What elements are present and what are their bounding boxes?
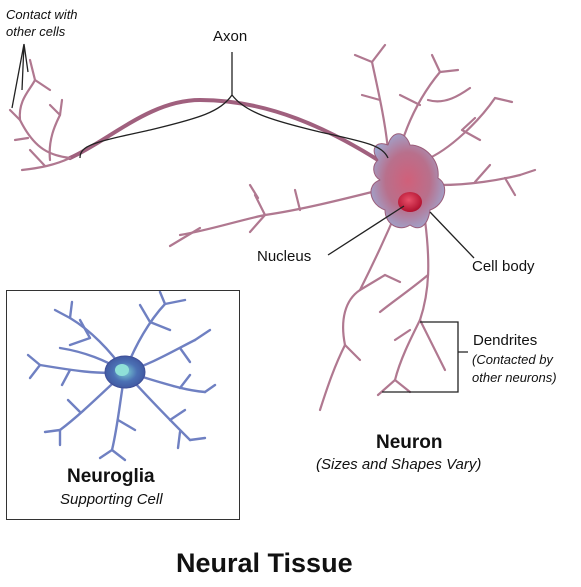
cell-body-label: Cell body: [472, 258, 535, 275]
neuroglia-title: Neuroglia: [67, 466, 155, 487]
nucleus: [398, 192, 422, 212]
axon-brace: [79, 52, 389, 159]
dendrites-label: Dendrites: [473, 332, 538, 349]
contact-leader: [11, 43, 29, 109]
cell-body: [370, 133, 446, 229]
dendrites-bracket: [382, 321, 468, 393]
nucleus-leader: [327, 205, 405, 256]
dendrites: [168, 43, 537, 412]
contacted-label-line1: (Contacted by: [472, 352, 553, 367]
page-title: Neural Tissue: [176, 548, 353, 578]
leader-lines: [11, 43, 475, 393]
neuroglia: [26, 290, 217, 462]
neuroglia-subtitle: Supporting Cell: [60, 491, 163, 508]
neuron: [8, 43, 537, 412]
neuron-title: Neuron: [376, 432, 443, 453]
nucleus-label: Nucleus: [257, 248, 312, 265]
neuroglia-panel: [6, 290, 240, 520]
axon: [68, 98, 380, 162]
axon-terminals: [8, 58, 72, 172]
neuroglia-nucleus: [115, 364, 129, 376]
axon-label: Axon: [213, 28, 248, 45]
neuron-subtitle: (Sizes and Shapes Vary): [316, 456, 482, 473]
contacted-label-line2: other neurons): [472, 370, 557, 385]
cell-body-leader: [429, 211, 475, 259]
contact-label-line2: other cells: [6, 24, 66, 39]
contact-label-line1: Contact with: [6, 7, 78, 22]
